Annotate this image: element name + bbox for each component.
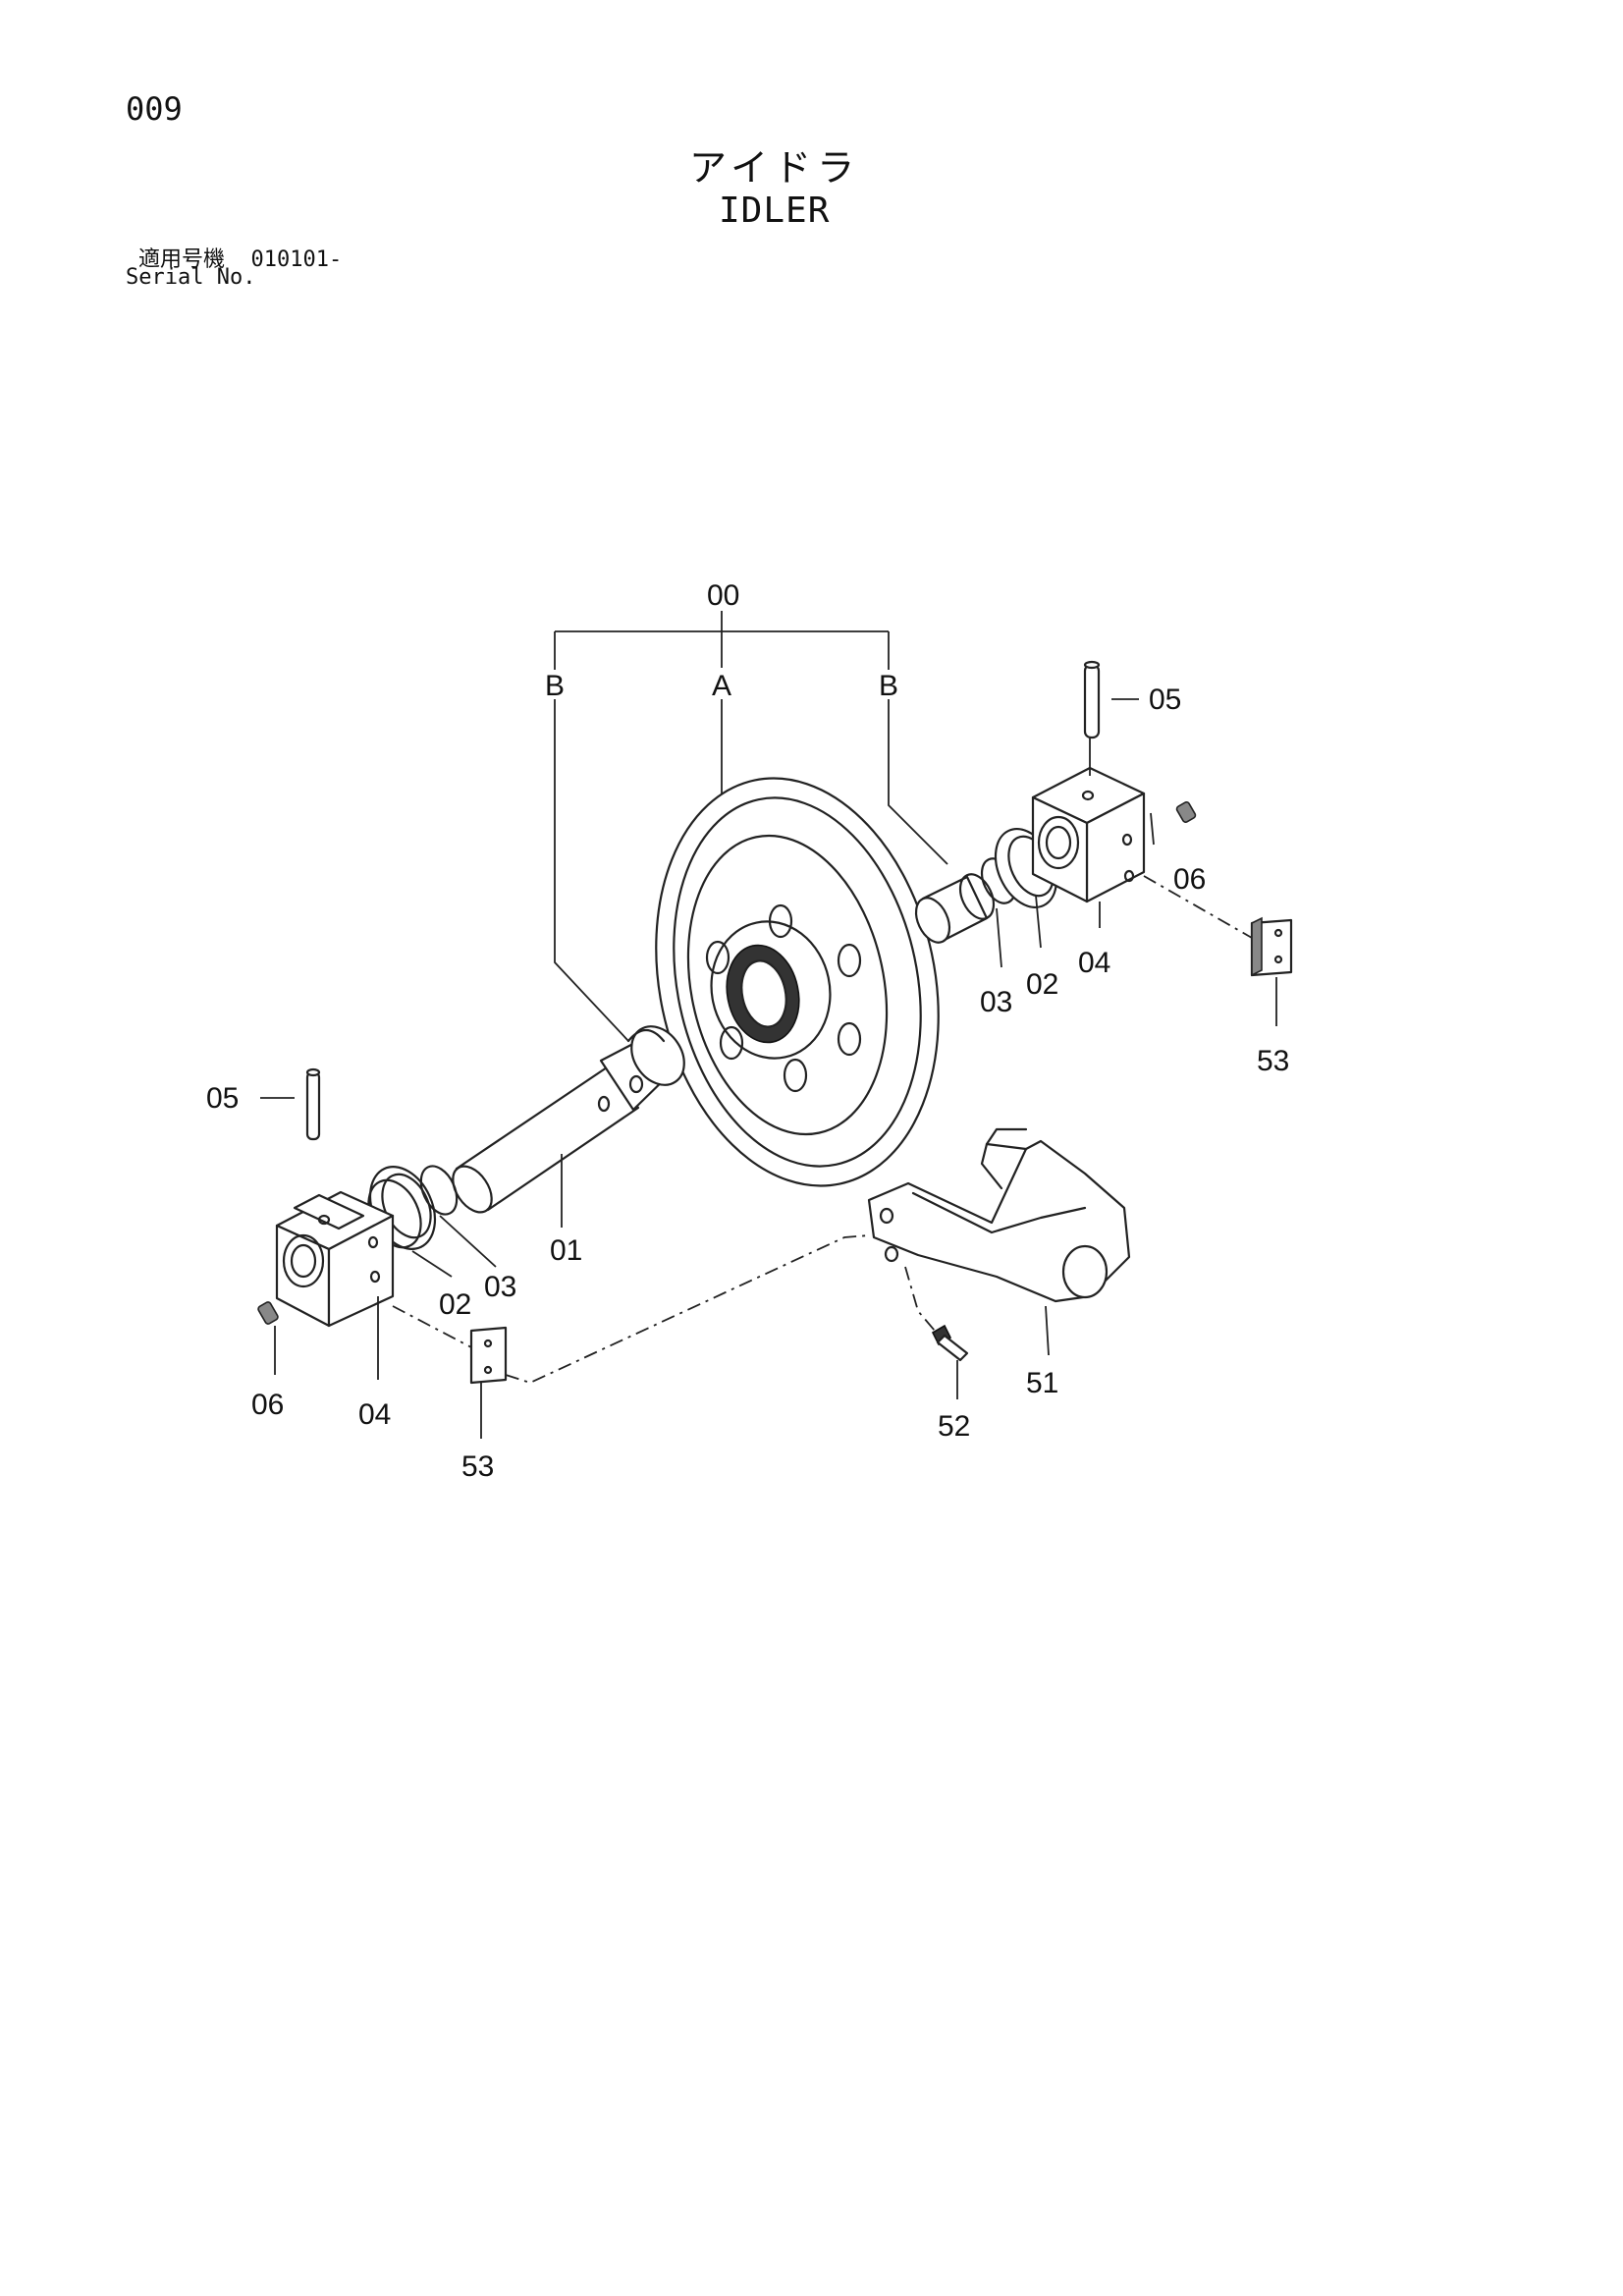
callout-shaft: 01 [550, 1234, 582, 1267]
left-plate [469, 1326, 508, 1385]
callout-group-b-left: B [545, 670, 565, 702]
callout-group-b-right: B [879, 670, 898, 702]
callout-oring-left: 03 [484, 1271, 516, 1303]
callout-yoke: 51 [1026, 1367, 1058, 1399]
serial-label-japanese: 適用号機 [138, 247, 226, 272]
left-bracket [275, 1190, 395, 1328]
idler-wheel [655, 777, 940, 1187]
idler-shaft [452, 1025, 685, 1214]
callout-pin-right: 05 [1149, 683, 1181, 716]
callout-bracket-right: 04 [1078, 947, 1110, 979]
callout-seal-left: 02 [439, 1288, 471, 1321]
callout-pin-left: 05 [206, 1082, 239, 1115]
serial-number-line: 適用号機 010101- [138, 242, 342, 273]
callout-seal-right: 02 [1026, 968, 1058, 1001]
callout-plug-right: 06 [1173, 863, 1206, 896]
left-plug [257, 1301, 279, 1325]
leader-lines [260, 698, 1277, 1439]
assembly-bracket [554, 611, 948, 1042]
right-plug [1175, 801, 1197, 823]
idler-yoke [867, 1127, 1131, 1303]
callout-plug-left: 06 [251, 1389, 284, 1421]
right-bracket [1031, 766, 1146, 903]
page-title-japanese: アイドラ [689, 146, 861, 190]
serial-label-english: Serial No. [126, 265, 256, 290]
left-pin [305, 1067, 321, 1141]
callout-group-a: A [712, 670, 731, 702]
page-number: 009 [126, 90, 183, 128]
page-title-english: IDLER [719, 191, 831, 231]
callout-bolt: 52 [938, 1410, 970, 1443]
callout-assembly: 00 [707, 579, 739, 612]
callout-plate-right: 53 [1257, 1045, 1289, 1077]
callout-plate-left: 53 [461, 1450, 494, 1483]
right-pin [1083, 660, 1101, 739]
callout-oring-right: 03 [980, 986, 1012, 1018]
serial-number-value: 010101- [250, 247, 343, 272]
callout-bracket-left: 04 [358, 1398, 391, 1431]
callout-labels: 00 A B B 05 06 04 02 03 53 05 01 03 02 0… [206, 579, 1289, 1483]
yoke-bolt [931, 1324, 969, 1362]
right-plate [1250, 916, 1293, 977]
